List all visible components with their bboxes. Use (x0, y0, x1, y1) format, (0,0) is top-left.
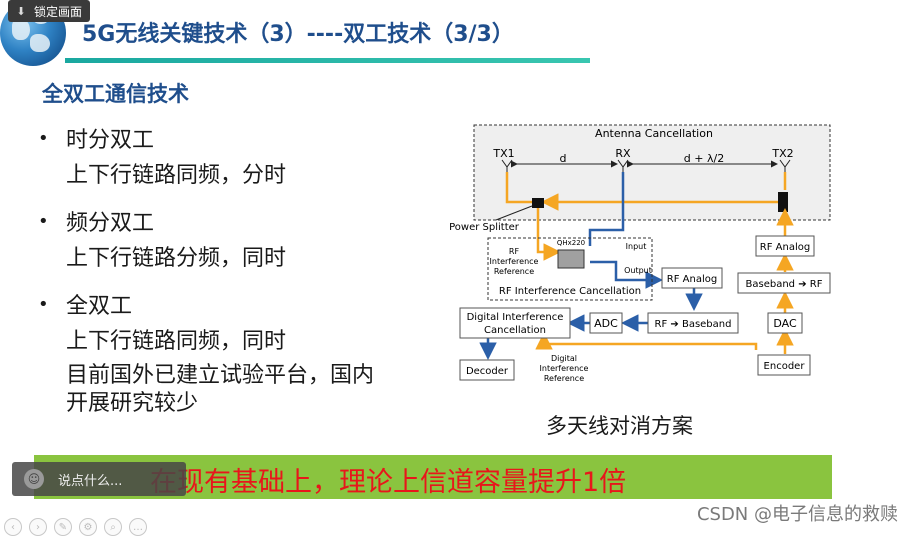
rf-ref-label-1: RF (509, 247, 520, 256)
tx1-antenna-icon (501, 159, 513, 172)
settings-icon[interactable]: ⚙ (79, 518, 97, 536)
output-label: Output (624, 266, 652, 275)
slide-title: 5G无线关键技术（3）----双工技术（3/3） (82, 22, 514, 47)
rx-output-line (590, 260, 663, 289)
bullet-line: 目前国外已建立试验平台，国内 (66, 363, 375, 388)
bullet-dot: • (38, 128, 49, 149)
rf-ref-label-3: Reference (494, 267, 534, 276)
rf-analog-rx-label: RF Analog (667, 274, 717, 285)
tx2-splitter-block (778, 192, 788, 212)
comment-input[interactable]: ☺ 说点什么... (12, 462, 186, 496)
rx-label: RX (615, 147, 631, 160)
decoder-block (459, 359, 515, 381)
dir-label-3: Reference (544, 374, 584, 383)
emoji-icon[interactable]: ☺ (24, 469, 44, 489)
lock-screen-label: 锁定画面 (34, 4, 83, 19)
dic-label-2: Cancellation (484, 325, 546, 336)
full-duplex-diagram: Antenna Cancellation TX1 RX TX2 d d + λ/… (449, 124, 831, 383)
qhx220-chip (557, 249, 585, 269)
digital-reference-line (535, 332, 758, 350)
tx1-label: TX1 (492, 147, 514, 160)
dir-label-1: Digital (551, 354, 577, 363)
rf-baseband-block (647, 312, 739, 334)
power-splitter-pointer (495, 205, 533, 221)
tx1-feed-line (505, 172, 532, 204)
rf-interference-cancellation-box (487, 237, 653, 301)
bullet-heading: 时分双工 (66, 128, 155, 153)
antenna-cancellation-label: Antenna Cancellation (595, 127, 713, 140)
dac-label: DAC (773, 317, 797, 330)
bullet-heading: 全双工 (66, 294, 133, 319)
dic-label-1: Digital Interference (467, 312, 564, 323)
diagram-caption: 多天线对消方案 (546, 414, 693, 438)
input-label: Input (626, 242, 647, 251)
antenna-cancellation-box (473, 124, 831, 221)
bullet-heading: 频分双工 (66, 211, 155, 236)
pen-icon[interactable]: ✎ (54, 518, 72, 536)
dir-label-2: Interference (540, 364, 589, 373)
tx2-label: TX2 (771, 147, 793, 160)
more-icon[interactable]: … (129, 518, 147, 536)
encoder-label: Encoder (764, 361, 806, 372)
tx2-antenna-icon (779, 159, 791, 172)
rf-baseband-label: RF ➔ Baseband (655, 319, 732, 330)
power-splitter-label: Power Splitter (449, 222, 520, 233)
bullet-line: 开展研究较少 (66, 391, 199, 416)
power-splitter-block (532, 198, 544, 208)
digital-interference-cancellation-block (459, 307, 571, 339)
comment-placeholder: 说点什么... (58, 473, 123, 489)
distance-d-label: d (560, 152, 567, 165)
bullet-line: 上下行链路分频，同时 (66, 246, 287, 271)
zoom-icon[interactable]: ⌕ (104, 518, 122, 536)
section-heading: 全双工通信技术 (42, 82, 189, 106)
rf-analog-rx-block (661, 267, 723, 289)
watermark: CSDN @电子信息的救赎 (696, 504, 898, 525)
next-icon[interactable]: › (29, 518, 47, 536)
encoder-block (757, 354, 811, 376)
lock-screen-button[interactable]: ⬇ 锁定画面 (8, 0, 90, 22)
rf-ref-label-2: Interference (490, 257, 539, 266)
player-toolbar: ‹ › ✎ ⚙ ⌕ … (4, 518, 147, 536)
distance-d-lambda-label: d + λ/2 (684, 152, 724, 165)
title-underline (65, 58, 590, 63)
bullet-line: 上下行链路同频，分时 (66, 163, 287, 188)
decoder-label: Decoder (466, 366, 509, 377)
bullet-dot: • (38, 294, 49, 315)
adc-block (589, 312, 623, 334)
qhx220-label: QHx220 (557, 239, 585, 247)
banner-text: 在现有基础上，理论上信道容量提升1倍 (150, 467, 627, 498)
baseband-rf-block (737, 272, 831, 294)
baseband-rf-label: Baseband ➔ RF (746, 279, 823, 290)
pin-icon: ⬇ (16, 4, 26, 18)
rf-analog-tx-label: RF Analog (760, 242, 810, 253)
rf-interference-cancellation-label: RF Interference Cancellation (499, 286, 641, 297)
bullet-dot: • (38, 211, 49, 232)
adc-label: ADC (594, 317, 618, 330)
rx-antenna-icon (617, 159, 629, 172)
rf-reference-line (536, 208, 561, 261)
prev-icon[interactable]: ‹ (4, 518, 22, 536)
bullet-line: 上下行链路同频，同时 (66, 329, 287, 354)
rf-analog-tx-block (755, 235, 815, 257)
dac-block (767, 312, 803, 334)
